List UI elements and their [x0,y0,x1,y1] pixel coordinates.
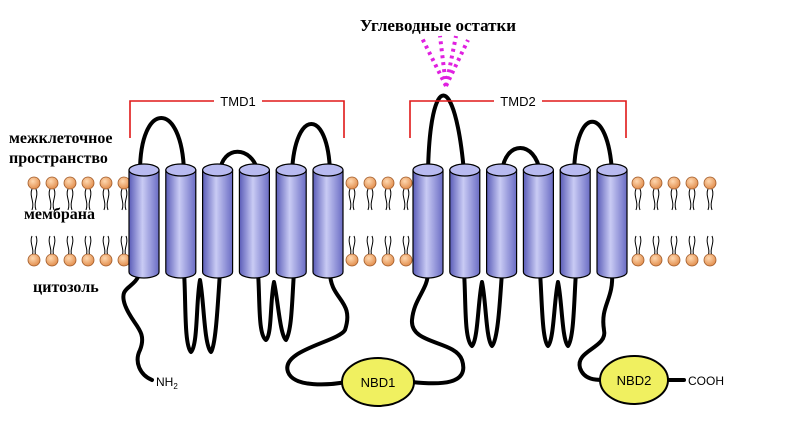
sugar-chain [444,39,470,87]
lipid [667,235,681,267]
lipid [45,235,59,267]
carbohydrate-residues [420,35,470,87]
lipid [63,176,77,211]
c-terminus-label: COOH [688,374,724,388]
lipid [345,176,359,211]
lipid [631,235,645,267]
lipid [685,235,699,267]
lipid [399,235,413,267]
tmd2-bracket-left [409,100,494,138]
nbd2-domain [599,355,669,405]
lipid [45,176,59,211]
extracellular-loop [500,146,542,174]
transmembrane-helices [128,163,628,279]
sugar-chain [420,37,448,87]
extracellular-loop [290,122,332,174]
lipid [81,176,95,211]
transmembrane-helix [202,163,234,279]
sugar-chain [444,35,458,87]
n-terminal-tail [121,270,154,382]
lipid [667,176,681,211]
transmembrane-helix [275,163,307,279]
cytosolic-loop [462,270,504,348]
tmd2-label: TMD2 [500,94,535,109]
transmembrane-helix [165,163,197,279]
n-terminus-subscript: 2 [173,382,178,391]
lipid [117,235,131,267]
lipid [27,176,41,211]
n-terminus-text: NH [156,375,173,389]
lipid [81,235,95,267]
tmd1-bracket-left [129,100,214,138]
lipid [27,235,41,267]
linker-to-nbd2 [577,270,615,382]
cytosol-label: цитозоль [33,279,99,296]
lipid [63,235,77,267]
transmembrane-helix [596,163,628,279]
lipid [99,235,113,267]
lipid [685,176,699,211]
transmembrane-helix [312,163,344,279]
lipid [117,176,131,211]
cytosolic-loop [182,270,222,354]
transmembrane-helix [412,163,444,279]
transmembrane-helix [559,163,591,279]
transmembrane-helix [449,163,481,279]
lipid [363,235,377,267]
extracellular-label-line1: межклеточное [9,130,112,147]
lipid [399,176,413,211]
extracellular-label-line2: пространство [9,150,108,167]
membrane-label: мембрана [24,206,95,223]
lipid [99,176,113,211]
transmembrane-helix [522,163,555,279]
linker-to-nbd1 [285,270,350,387]
cytosolic-loop [256,270,296,342]
transmembrane-helix [128,163,160,279]
tmd2-bracket-right [542,100,627,138]
tmd1-label: TMD1 [220,94,255,109]
n-terminus-label: NH2 [156,375,178,391]
nbd1-domain [341,357,415,407]
lipid [703,235,717,267]
extracellular-loop-glycosylated [426,93,466,174]
lipid [649,176,663,211]
lipid [631,176,645,211]
lipid [703,176,717,211]
lipid-bilayer [27,176,717,267]
cytosolic-loop [538,270,578,348]
transmembrane-helix [238,163,270,279]
linker-nbd1-to-tmd2 [410,270,466,386]
lipid [345,235,359,267]
polypeptide-chain [121,93,686,387]
lipid [381,235,395,267]
extracellular-loop [572,120,614,174]
transmembrane-helix [486,163,518,279]
lipid [649,235,663,267]
nbd1-label: NBD1 [361,375,396,390]
tmd1-bracket-right [262,100,345,138]
carbohydrate-label: Углеводные остатки [360,16,516,35]
nbd2-label: NBD2 [617,373,652,388]
domain-brackets [129,100,627,138]
extracellular-loop [138,116,186,174]
sugar-chain [438,35,448,87]
lipid [363,176,377,211]
lipid [381,176,395,211]
